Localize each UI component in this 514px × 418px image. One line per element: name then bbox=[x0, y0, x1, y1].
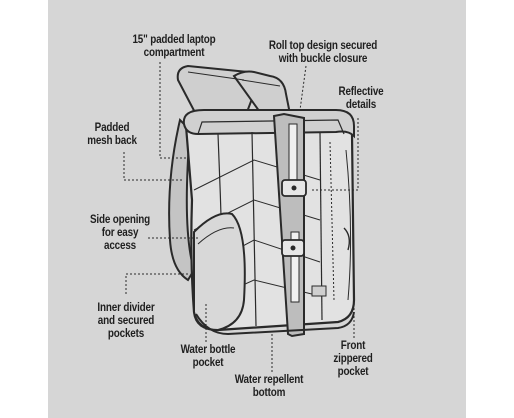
callout-reflective-line1: Reflective bbox=[338, 86, 384, 98]
callout-front-line3: pocket bbox=[337, 366, 369, 378]
callout-laptop-line2: compartment bbox=[143, 47, 205, 59]
callout-side-line1: Side opening bbox=[89, 214, 151, 226]
callout-rolltop-line2: with buckle closure bbox=[278, 53, 368, 65]
callout-lines bbox=[123, 62, 359, 372]
callout-bottom-line1: Water repellent bbox=[234, 374, 304, 386]
callout-divider-line3: pockets bbox=[107, 328, 145, 340]
callout-reflective-line2: details bbox=[345, 99, 377, 111]
callout-bottom-line2: bottom bbox=[252, 387, 286, 399]
callout-bottle-line2: pocket bbox=[192, 357, 224, 369]
callout-mesh-line2: mesh back bbox=[87, 135, 137, 147]
callout-front-line2: zippered bbox=[333, 353, 373, 365]
callout-bottle-line1: Water bottle bbox=[180, 344, 236, 356]
callout-divider: Inner divider and secured pockets bbox=[85, 302, 168, 341]
callout-side-line3: access bbox=[104, 240, 136, 252]
backpack-illustration bbox=[168, 64, 356, 338]
callout-front: Front zippered pocket bbox=[325, 340, 382, 379]
callout-side-line2: for easy bbox=[101, 227, 139, 239]
callout-front-line1: Front bbox=[340, 340, 366, 352]
callout-mesh-line1: Padded bbox=[94, 122, 130, 134]
callout-divider-line1: Inner divider bbox=[97, 302, 155, 314]
callout-laptop: 15" padded laptop compartment bbox=[121, 34, 228, 60]
callout-mesh: Padded mesh back bbox=[78, 122, 147, 148]
callout-reflective: Reflective details bbox=[314, 86, 409, 112]
callout-bottom: Water repellent bottom bbox=[222, 374, 317, 400]
diagram-canvas: 15" padded laptop compartment Roll top d… bbox=[48, 0, 466, 418]
callout-rolltop: Roll top design secured with buckle clos… bbox=[259, 40, 388, 66]
callout-side: Side opening for easy access bbox=[79, 214, 162, 253]
callout-rolltop-line1: Roll top design secured bbox=[268, 40, 378, 52]
callout-divider-line2: and secured bbox=[97, 315, 155, 327]
callout-laptop-line1: 15" padded laptop bbox=[132, 34, 216, 46]
callout-bottle: Water bottle pocket bbox=[167, 344, 250, 370]
